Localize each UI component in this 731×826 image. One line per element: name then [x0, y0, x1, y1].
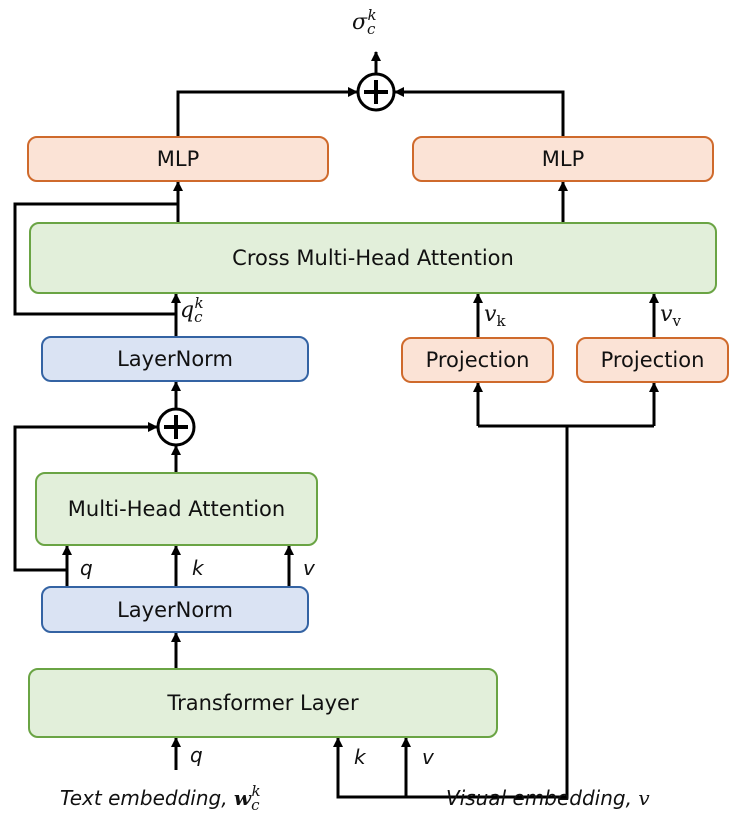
arrow-mlp-right-to-sum: [394, 87, 565, 136]
sigma-output-label: σck: [352, 6, 377, 38]
layernorm-bottom-block: LayerNorm: [41, 586, 309, 633]
skip-q-to-sum: [13, 422, 158, 572]
arrow-mlp-left-to-sum: [176, 87, 358, 136]
v-input-label: v: [422, 745, 434, 769]
multihead-attention-block: Multi-Head Attention: [35, 472, 318, 546]
k-input-label: k: [354, 745, 366, 769]
v-attention-label: v: [303, 556, 315, 580]
k-attention-label: k: [192, 556, 204, 580]
skip-query-to-mlp: [13, 202, 178, 316]
projection-right-block: Projection: [576, 337, 729, 383]
layernorm-top-block: LayerNorm: [41, 336, 309, 382]
mlp-right-block: MLP: [412, 136, 714, 182]
vv-label: vv: [660, 302, 681, 330]
transformer-layer-block: Transformer Layer: [28, 668, 498, 738]
visual-embedding-caption: Visual embedding, v: [446, 786, 650, 810]
q-attention-label: q: [80, 556, 93, 580]
text-embedding-caption: Text embedding, wck: [60, 782, 261, 814]
cross-attention-block: Cross Multi-Head Attention: [29, 222, 717, 294]
visual-to-kv: [333, 737, 569, 799]
q-input-label: q: [190, 743, 203, 767]
vk-label: vk: [484, 302, 506, 330]
sum-mid-icon: [156, 407, 196, 447]
mlp-left-block: MLP: [27, 136, 329, 182]
query-label: qck: [180, 294, 204, 326]
projection-left-block: Projection: [401, 337, 554, 383]
sum-top-icon: [356, 72, 396, 112]
